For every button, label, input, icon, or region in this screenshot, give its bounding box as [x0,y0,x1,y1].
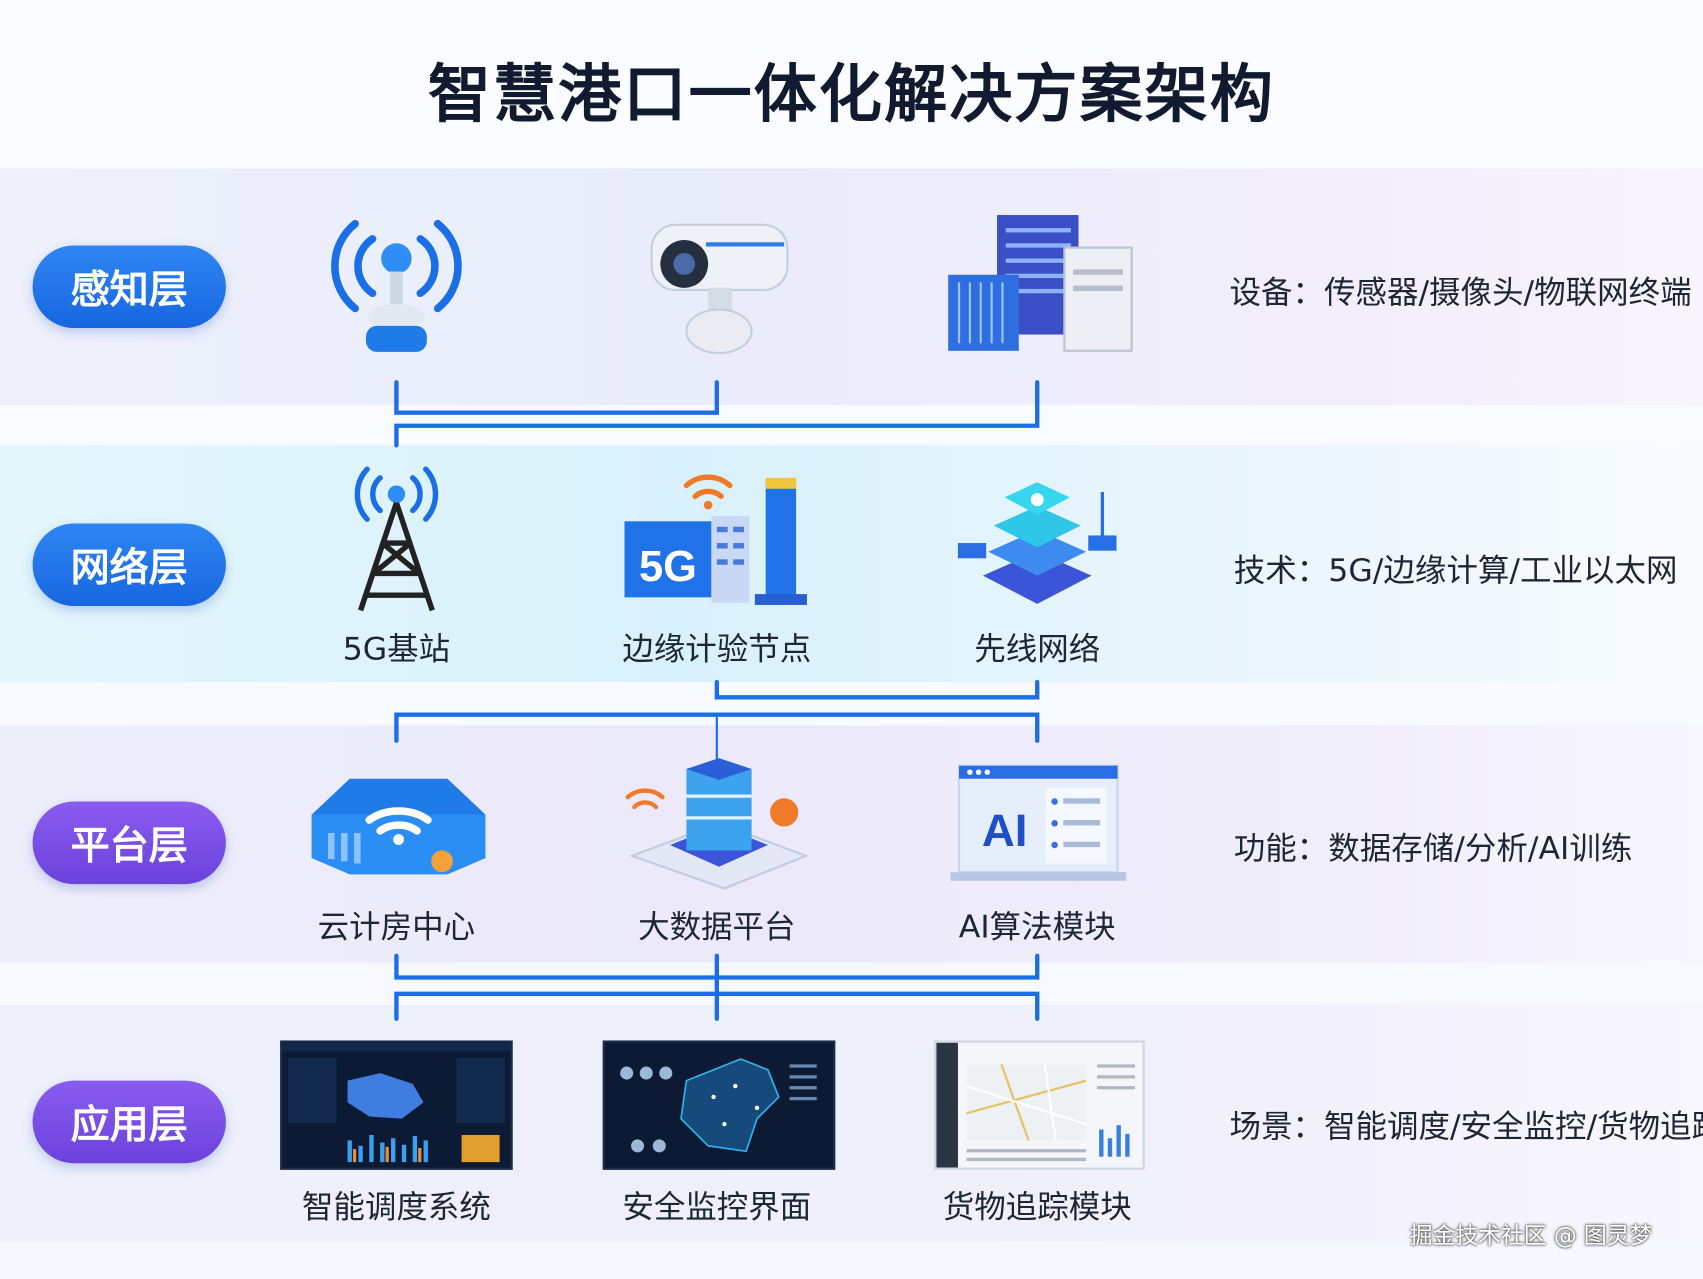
5g-tower-icon [354,466,439,612]
item-label: 云计房中心 [317,907,476,945]
big-data-server-icon [625,758,809,890]
5g-building-icon: 5G [624,474,807,605]
item-label: 智能调度系统 [301,1188,491,1226]
watermark: 掘金技术社区 @ 图灵梦 [1409,1222,1653,1250]
iot-server-icon [948,215,1133,352]
connector [714,679,1040,700]
layer-band-network [0,445,1703,683]
item-label: 大数据平台 [638,907,796,945]
layer-description-platform: 功能：数据存储/分析/AI训练 [1233,829,1633,867]
item-label: 安全监控界面 [622,1188,812,1226]
layer-pill-perception: 感知层 [32,245,226,329]
tracking-map-screenshot [934,1040,1145,1170]
ai-badge: AI [982,805,1028,856]
layer-description-perception: 设备：传感器/摄像头/物联网终端 [1229,273,1692,311]
network-stack-icon [957,482,1117,604]
5g-badge: 5G [639,543,697,591]
layer-description-application: 场景：智能调度/安全监控/货物追踪 [1229,1107,1703,1145]
item-label: 5G基站 [342,629,451,667]
layer-description-network: 技术：5G/边缘计算/工业以太网 [1233,551,1678,589]
cloud-router-icon [311,778,486,875]
map-monitor-screenshot [602,1040,836,1170]
layer-pill-application: 应用层 [32,1080,226,1164]
layer-pill-network: 网络层 [32,523,226,607]
dashboard-screenshot [280,1040,513,1170]
camera-icon [650,223,789,355]
page-title: 智慧港口一体化解决方案架构 [427,57,1276,132]
item-label: 货物追踪模块 [942,1188,1132,1226]
connector [394,380,1040,448]
layer-band-perception [0,168,1703,406]
item-label: 边缘计验节点 [622,629,812,667]
layer-band-platform [0,725,1703,963]
item-label: 先线网络 [974,629,1101,667]
antenna-sensor-icon [331,219,462,352]
connector [394,380,719,415]
item-label: AI算法模块 [958,907,1116,945]
ai-window-icon: AI [950,764,1127,881]
layer-pill-platform: 平台层 [32,801,226,885]
